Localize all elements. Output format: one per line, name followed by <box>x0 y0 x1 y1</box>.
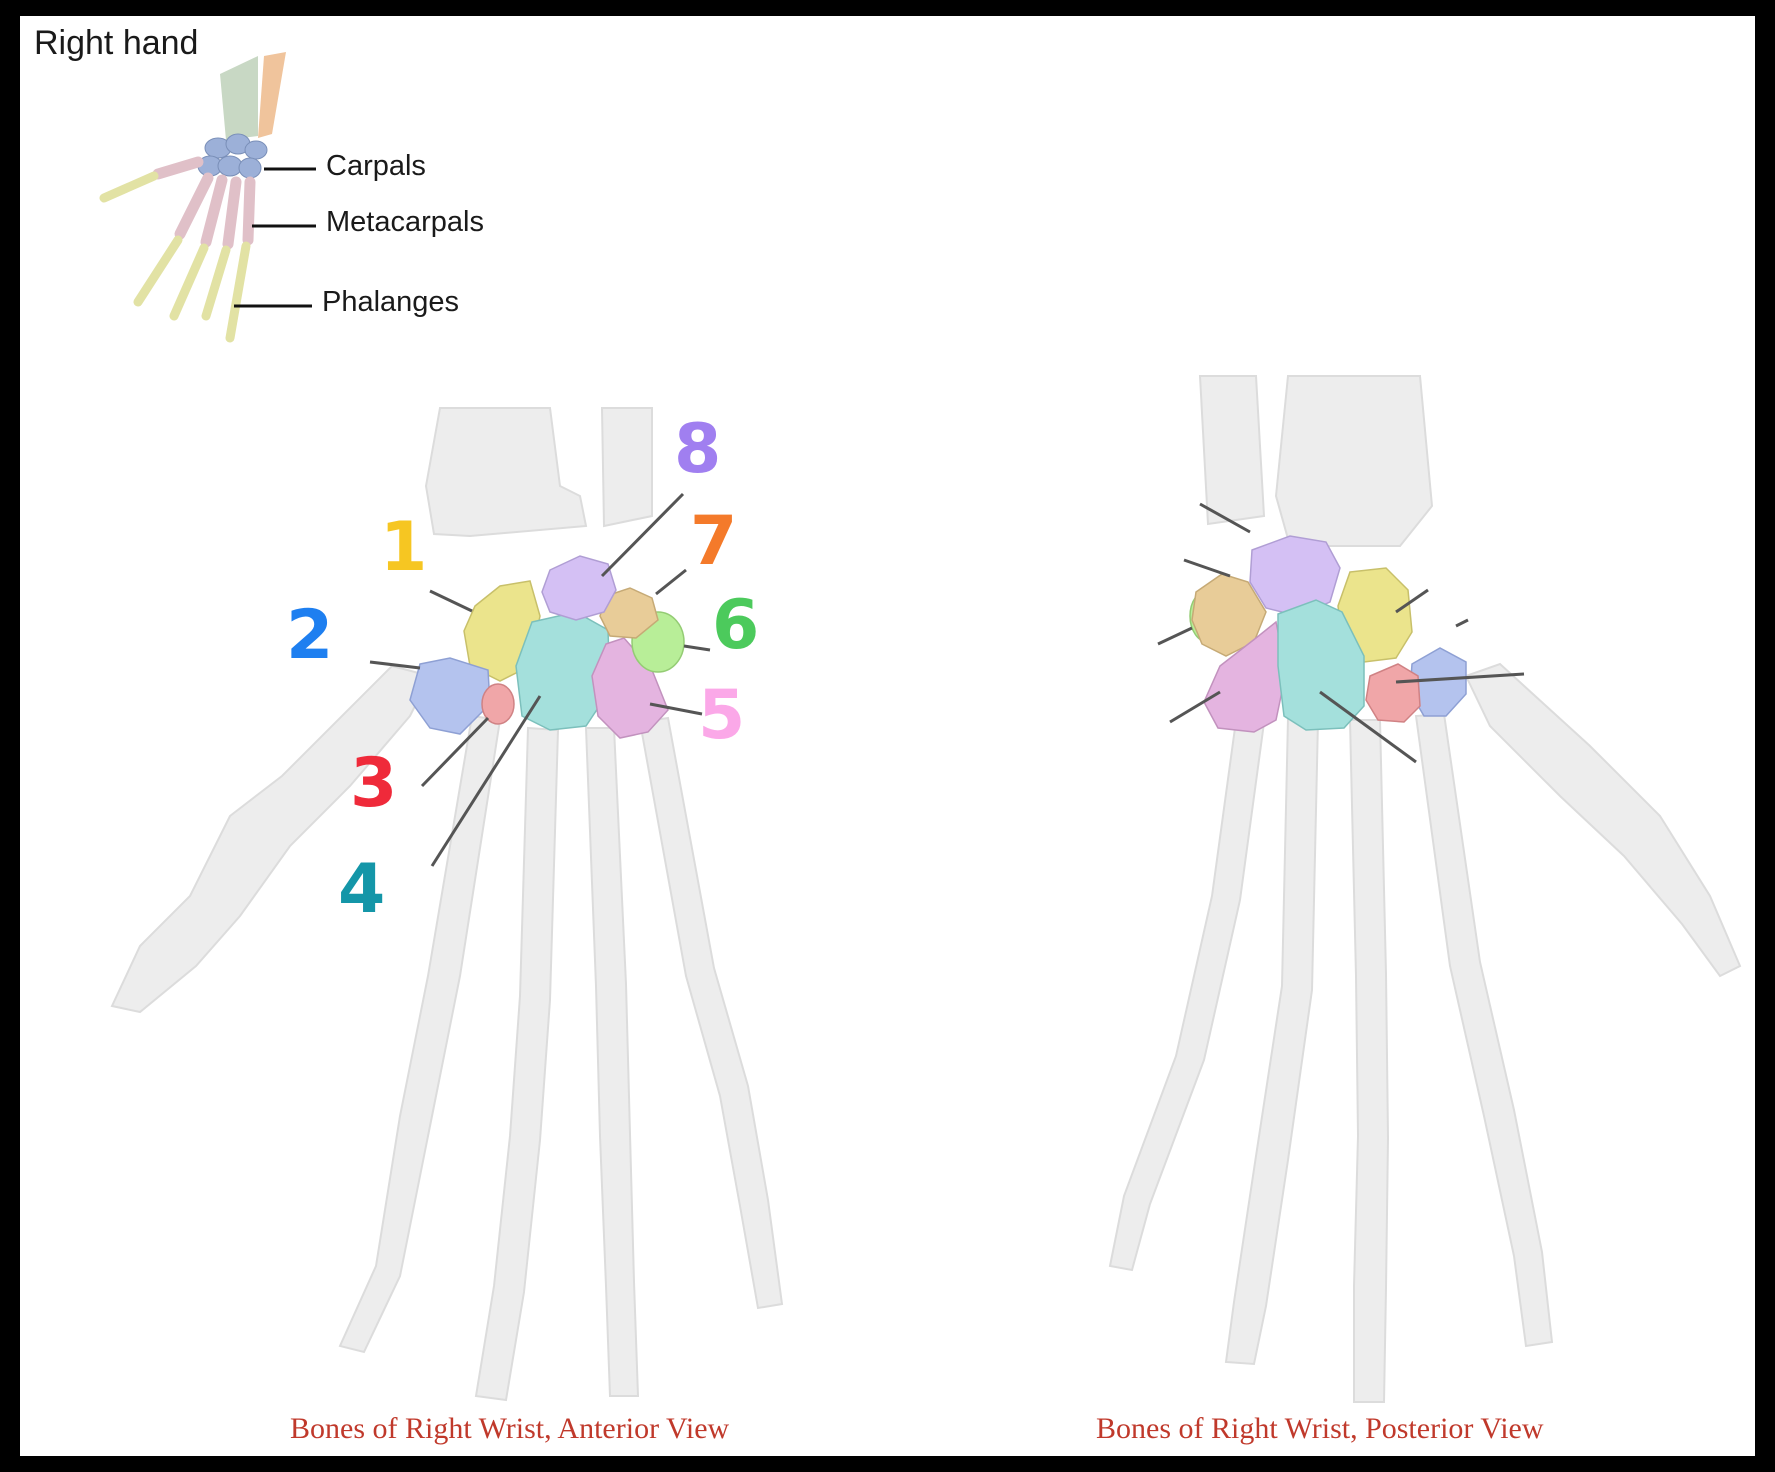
inset-hand <box>99 52 316 343</box>
marker-2: 2 <box>286 596 334 675</box>
posterior-bone-hamate <box>1203 620 1287 733</box>
inset-carpals <box>197 133 268 179</box>
anterior-bone-7-triquetrum <box>599 587 659 639</box>
posterior-bone-lunate <box>1249 535 1341 617</box>
wrist-diagram <box>99 52 1742 1403</box>
inset-radius <box>258 52 286 138</box>
marker-4: 4 <box>338 850 386 929</box>
posterior-little-finger <box>1108 704 1268 1272</box>
posterior-hand <box>1108 375 1742 1403</box>
anterior-bone-3-trapezoid <box>481 683 515 725</box>
posterior-radius <box>1274 375 1434 547</box>
posterior-carpals <box>1189 535 1467 733</box>
inset-ulna <box>220 56 258 140</box>
anterior-middle-finger <box>474 726 560 1402</box>
marker-6: 6 <box>712 586 760 665</box>
anterior-index-finger <box>338 714 502 1354</box>
anterior-leader-lines <box>369 492 711 867</box>
diagram-frame: Right hand Carpals Metacarpals Phalanges… <box>20 16 1755 1456</box>
marker-5: 5 <box>698 676 746 755</box>
posterior-caption: Bones of Right Wrist, Posterior View <box>1096 1412 1544 1445</box>
anterior-bone-8-lunate <box>541 555 617 621</box>
marker-8: 8 <box>674 410 722 489</box>
anterior-bone-4-capitate <box>515 611 611 731</box>
inset-leaders <box>234 167 316 308</box>
anterior-caption: Bones of Right Wrist, Anterior View <box>290 1412 730 1445</box>
inset-label-phalanges: Phalanges <box>322 286 460 318</box>
inset-metacarpals <box>152 156 256 250</box>
posterior-thumb <box>1464 662 1742 978</box>
marker-7: 7 <box>690 502 738 581</box>
posterior-index-finger <box>1414 712 1554 1348</box>
marker-1: 1 <box>380 508 428 587</box>
anterior-little-finger <box>638 716 784 1310</box>
anterior-thumb <box>110 664 432 1014</box>
anterior-ring-finger <box>584 727 640 1397</box>
anterior-ulna <box>600 407 653 528</box>
inset-title: Right hand <box>34 24 199 62</box>
anterior-hand <box>110 407 784 1402</box>
marker-3: 3 <box>350 744 398 823</box>
posterior-bone-trapezoid <box>1365 663 1421 723</box>
posterior-leader-lines <box>1157 502 1525 764</box>
inset-label-carpals: Carpals <box>326 150 426 182</box>
anterior-radius <box>424 407 588 538</box>
inset-label-metacarpals: Metacarpals <box>326 206 484 238</box>
inset-phalanges <box>99 171 251 343</box>
posterior-ring-finger <box>1224 716 1320 1366</box>
posterior-middle-finger <box>1348 719 1390 1403</box>
posterior-ulna <box>1198 375 1266 526</box>
anterior-carpals <box>409 555 685 739</box>
anterior-bone-2-trapezium <box>409 657 491 735</box>
